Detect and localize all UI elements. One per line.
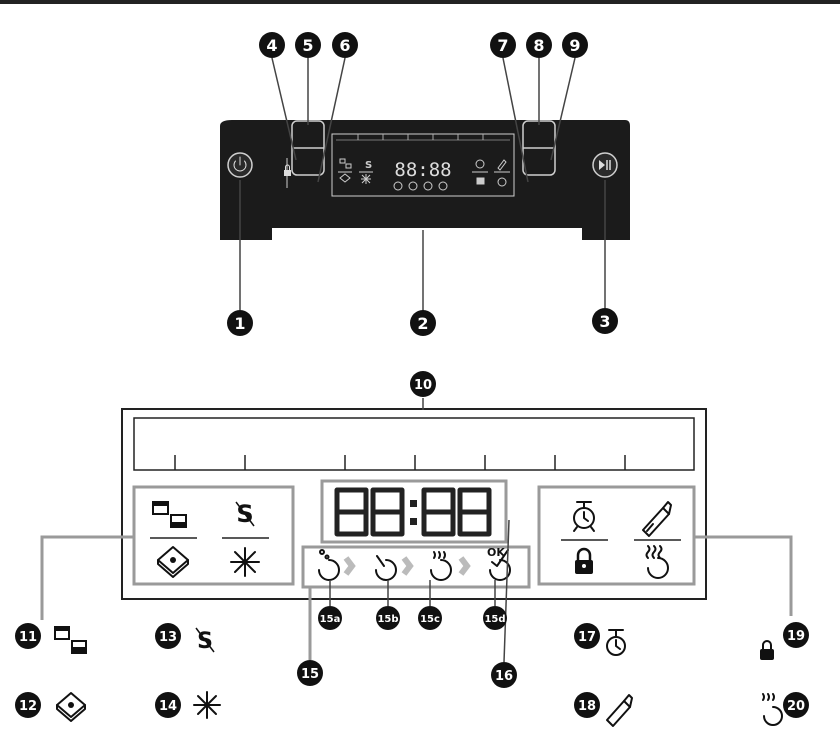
badge-13: 13 xyxy=(155,623,181,649)
svg-text:9: 9 xyxy=(569,36,580,55)
svg-text:3: 3 xyxy=(599,312,610,331)
svg-text:4: 4 xyxy=(266,36,277,55)
mini-time-digits: 88:88 xyxy=(394,159,451,181)
svg-text:10: 10 xyxy=(414,378,432,393)
mini-icons: S xyxy=(338,158,510,191)
legend-salt-icon xyxy=(193,691,221,719)
phase-arrow-2 xyxy=(401,556,414,576)
wash-icon xyxy=(375,555,397,581)
mini-display: 88:88 S xyxy=(331,133,515,197)
alarm-clock-icon xyxy=(573,501,595,532)
power-button[interactable] xyxy=(227,152,253,178)
badge-1: 1 xyxy=(227,310,253,336)
badge-15c: 15c xyxy=(418,606,442,630)
svg-text:2: 2 xyxy=(417,314,428,333)
prewash-icon xyxy=(318,549,340,581)
badge-8: 8 xyxy=(526,32,552,58)
badge-7: 7 xyxy=(490,32,516,58)
callout-lines xyxy=(40,398,793,663)
legend-bottle-icon xyxy=(606,694,633,727)
badge-20: 20 xyxy=(783,692,809,718)
enlarged-display: S xyxy=(121,408,707,600)
phase-arrow-3 xyxy=(458,556,471,576)
top-leaders xyxy=(239,57,606,312)
right-icon-group xyxy=(537,485,696,586)
badge-17: 17 xyxy=(574,623,600,649)
legend-drying-icon xyxy=(762,693,783,726)
badge-9: 9 xyxy=(562,32,588,58)
badge-16: 16 xyxy=(491,662,517,688)
svg-text:OK: OK xyxy=(487,546,505,559)
bottle-icon xyxy=(642,501,672,537)
time-display-frame xyxy=(320,479,508,544)
tablet-icon xyxy=(157,546,189,578)
legend-rinse-aid-icon: S xyxy=(195,627,215,654)
badge-15: 15 xyxy=(297,660,323,686)
badge-14: 14 xyxy=(155,692,181,718)
badge-15b: 15b xyxy=(376,606,400,630)
svg-text:20: 20 xyxy=(787,699,805,714)
svg-text:16: 16 xyxy=(495,669,513,684)
badge-5: 5 xyxy=(295,32,321,58)
svg-text:15d: 15d xyxy=(484,614,505,625)
svg-text:5: 5 xyxy=(302,36,313,55)
badge-11: 11 xyxy=(15,623,41,649)
badge-4: 4 xyxy=(259,32,285,58)
badge-2: 2 xyxy=(410,310,436,336)
top-border xyxy=(0,0,840,4)
svg-text:17: 17 xyxy=(578,630,596,645)
lock-icon xyxy=(575,547,593,574)
svg-text:8: 8 xyxy=(533,36,544,55)
badge-12: 12 xyxy=(15,692,41,718)
svg-text:19: 19 xyxy=(787,629,805,644)
svg-text:15c: 15c xyxy=(420,614,440,625)
legend-half-load-icon xyxy=(54,626,87,654)
legend-lock-icon xyxy=(760,640,774,660)
svg-text:6: 6 xyxy=(339,36,350,55)
badge-18: 18 xyxy=(574,692,600,718)
time-digits xyxy=(334,487,492,537)
wash-phase-frame xyxy=(301,545,531,589)
svg-text:14: 14 xyxy=(159,699,177,714)
badge-15d: 15d xyxy=(483,606,507,630)
svg-text:13: 13 xyxy=(159,630,177,645)
progress-ticks xyxy=(174,455,626,470)
salt-icon xyxy=(230,547,260,577)
drying-icon xyxy=(645,545,669,579)
svg-text:7: 7 xyxy=(497,36,508,55)
legend-tablet-icon xyxy=(56,692,86,722)
badge-15a: 15a xyxy=(318,606,342,630)
svg-text:15a: 15a xyxy=(320,614,341,625)
svg-text:S: S xyxy=(365,160,372,171)
start-pause-button[interactable] xyxy=(592,152,618,178)
badge-3: 3 xyxy=(592,308,618,334)
legend-alarm-clock-icon xyxy=(606,629,626,656)
rinse-aid-icon: S xyxy=(235,500,255,528)
svg-text:18: 18 xyxy=(578,699,596,714)
dishwasher-panel: 88:88 S xyxy=(220,120,630,240)
svg-text:12: 12 xyxy=(19,699,37,714)
badge-6: 6 xyxy=(332,32,358,58)
phase-arrow-1 xyxy=(343,556,356,576)
svg-text:15b: 15b xyxy=(377,614,398,625)
svg-text:1: 1 xyxy=(234,314,245,333)
mini-progress-ticks xyxy=(357,134,484,140)
svg-text:11: 11 xyxy=(19,630,37,645)
svg-text:15: 15 xyxy=(301,667,319,682)
half-load-icon xyxy=(152,501,187,528)
badge-19: 19 xyxy=(783,622,809,648)
badge-10: 10 xyxy=(410,371,436,397)
rinse-icon xyxy=(430,551,452,581)
